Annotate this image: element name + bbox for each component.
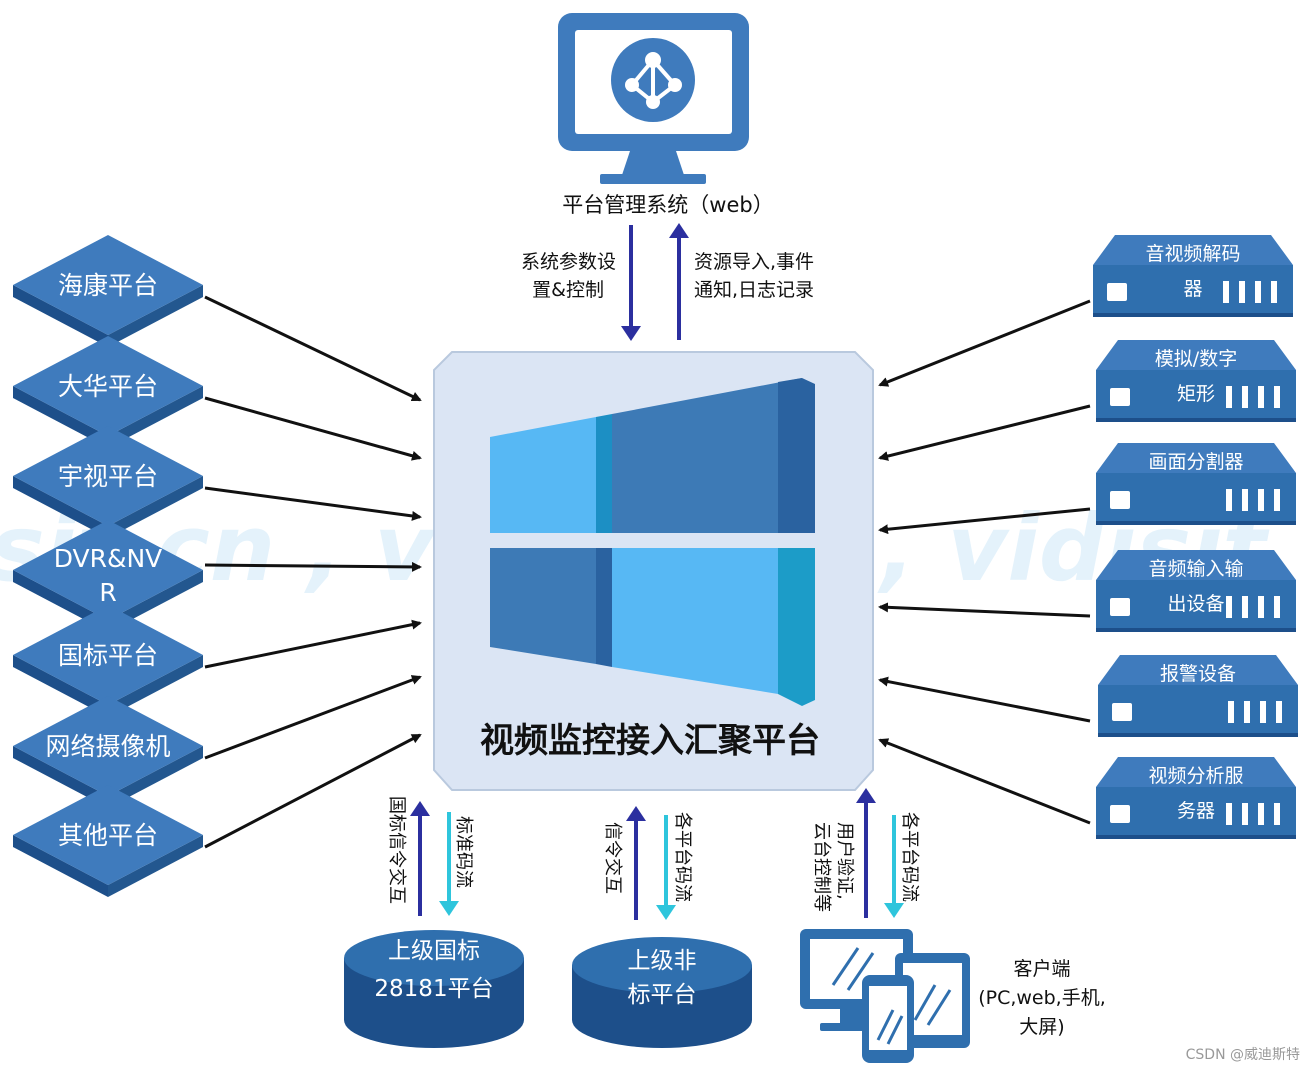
gb28181-title-line2: 28181平台 bbox=[374, 976, 493, 1002]
left-connector-arrow bbox=[204, 486, 422, 521]
right-device-label: 视频分析服 bbox=[1148, 765, 1243, 787]
management-monitor-icon bbox=[558, 13, 749, 184]
top-up-label-line2: 通知,日志记录 bbox=[694, 279, 814, 301]
client-down-label: 各平台码流 bbox=[899, 812, 920, 902]
right-device-label: 务器 bbox=[1177, 800, 1215, 822]
left-platform-item: 网络摄像机 bbox=[13, 696, 203, 808]
gb-up-arrow bbox=[410, 801, 430, 916]
nonstd-up-label: 信令交互 bbox=[602, 822, 623, 894]
windows-logo-icon bbox=[490, 378, 815, 706]
left-platform-label: 其他平台 bbox=[58, 821, 158, 850]
right-device-label: 器 bbox=[1183, 278, 1202, 300]
client-title-line2: (PC,web,手机, bbox=[978, 987, 1106, 1009]
center-platform-title: 视频监控接入汇聚平台 bbox=[480, 721, 820, 761]
client-up-label-line1: 用户验证, bbox=[834, 822, 855, 900]
right-device-label: 出设备 bbox=[1167, 593, 1224, 615]
left-platform-item: 宇视平台 bbox=[13, 426, 203, 538]
network-globe-icon bbox=[611, 38, 695, 122]
right-device-label: 模拟/数字 bbox=[1155, 348, 1237, 370]
left-platform-item: 国标平台 bbox=[13, 605, 203, 717]
gb-down-label: 标准码流 bbox=[453, 816, 474, 888]
nonstd-title-line2: 标平台 bbox=[628, 982, 697, 1008]
left-platform-item: 大华平台 bbox=[13, 336, 203, 448]
top-down-arrow bbox=[621, 225, 641, 341]
gb-up-label: 国标信令交互 bbox=[386, 796, 407, 904]
client-up-arrow bbox=[856, 788, 876, 918]
left-platform-label: 大华平台 bbox=[58, 372, 158, 401]
left-connector-arrow bbox=[204, 295, 422, 402]
right-device-label: 音频输入输 bbox=[1148, 558, 1243, 580]
right-device-label: 报警设备 bbox=[1160, 663, 1236, 685]
right-device-item: 报警设备 bbox=[1098, 655, 1298, 737]
client-title-line3: 大屏) bbox=[1019, 1016, 1064, 1038]
gb28181-platform-cylinder: 上级国标 28181平台 bbox=[344, 930, 524, 1048]
right-device-label: 音视频解码 bbox=[1145, 243, 1240, 265]
left-platform-item: 其他平台 bbox=[13, 785, 203, 897]
right-device-label: 画面分割器 bbox=[1148, 451, 1243, 473]
right-connector-arrow bbox=[878, 602, 1091, 618]
left-platform-label: 网络摄像机 bbox=[45, 732, 170, 761]
left-platform-label: R bbox=[99, 578, 116, 607]
left-platform-item: DVR&NV R bbox=[13, 520, 203, 632]
management-system-title: 平台管理系统（web） bbox=[562, 193, 773, 217]
top-down-label-line1: 系统参数设 bbox=[521, 251, 616, 273]
nonstd-platform-cylinder: 上级非 标平台 bbox=[572, 937, 752, 1048]
right-connector-arrow bbox=[878, 507, 1091, 535]
left-platform-item: 海康平台 bbox=[13, 235, 203, 347]
left-connector-arrow bbox=[204, 396, 422, 461]
right-connector-arrow bbox=[878, 404, 1091, 461]
left-connector-arrow bbox=[204, 733, 422, 849]
nonstd-down-arrow bbox=[656, 815, 676, 920]
client-up-label-line2: 云台控制等 bbox=[811, 822, 832, 912]
left-platform-label: DVR&NV bbox=[54, 544, 163, 573]
right-connector-arrow bbox=[878, 676, 1091, 723]
client-title-line1: 客户端 bbox=[1013, 958, 1070, 980]
nonstd-title-line1: 上级非 bbox=[628, 948, 697, 974]
client-down-arrow bbox=[884, 815, 904, 918]
left-platform-label: 宇视平台 bbox=[58, 462, 158, 491]
left-connector-arrow bbox=[204, 561, 422, 572]
top-up-label-line1: 资源导入,事件 bbox=[694, 251, 814, 273]
footer-credit: CSDN @威迪斯特 bbox=[1185, 1047, 1300, 1063]
top-down-label-line2: 置&控制 bbox=[532, 279, 604, 301]
right-device-item: 画面分割器 bbox=[1096, 443, 1296, 525]
right-connector-arrow bbox=[878, 299, 1091, 387]
client-devices-icon bbox=[800, 929, 970, 1063]
top-up-arrow bbox=[669, 223, 689, 340]
left-connector-arrow bbox=[204, 675, 422, 760]
center-platform-box: 视频监控接入汇聚平台 bbox=[433, 351, 874, 791]
right-connector-arrow bbox=[878, 738, 1091, 825]
left-platform-label: 国标平台 bbox=[58, 641, 158, 670]
gb28181-title-line1: 上级国标 bbox=[388, 938, 480, 964]
gb-down-arrow bbox=[439, 812, 459, 916]
left-platform-label: 海康平台 bbox=[58, 271, 158, 300]
left-connector-arrow bbox=[204, 619, 422, 669]
right-device-label: 矩形 bbox=[1177, 383, 1215, 405]
nonstd-down-label: 各平台码流 bbox=[672, 812, 693, 902]
nonstd-up-arrow bbox=[626, 806, 646, 920]
